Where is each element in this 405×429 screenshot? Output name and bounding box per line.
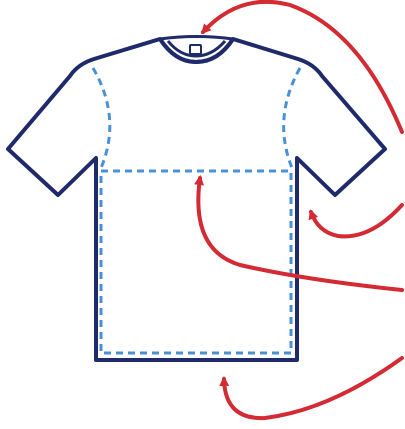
neck-tag — [190, 45, 201, 54]
arrow-to-hem — [224, 358, 402, 418]
collar-edge — [160, 37, 233, 40]
arrow-to-sleeve — [311, 205, 402, 236]
